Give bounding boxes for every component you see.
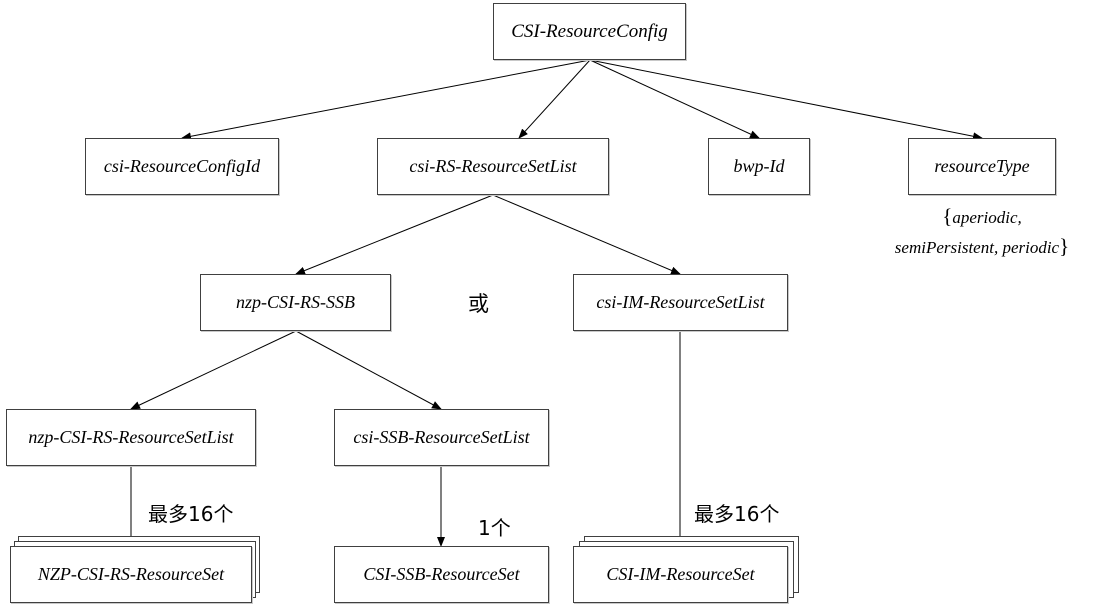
node-label: NZP-CSI-RS-ResourceSet (37, 564, 225, 584)
node-csi-resource-config-id: csi-ResourceConfigId (85, 138, 279, 195)
arrow-root-to-rs-set-list (518, 59, 591, 139)
arrow-nzp-ssb-to-ssb-set-list (295, 330, 442, 410)
open-brace: { (942, 204, 953, 228)
node-label: CSI-SSB-ResourceSet (363, 564, 520, 584)
resource-type-values: {aperiodic, semiPersistent, periodic} (866, 202, 1098, 262)
node-csi-im-resource-set-list: csi-IM-ResourceSetList (573, 274, 788, 331)
arrow-root-to-resource-type (589, 59, 983, 141)
node-csi-resource-config: CSI-ResourceConfig (493, 3, 686, 60)
node-csi-rs-resource-set-list: csi-RS-ResourceSetList (377, 138, 609, 195)
node-nzp-csi-rs-resource-set: NZP-CSI-RS-ResourceSet (10, 546, 252, 603)
value-aperiodic: aperiodic, (952, 208, 1022, 227)
node-label: bwp-Id (733, 156, 785, 176)
node-label: nzp-CSI-RS-SSB (236, 292, 355, 312)
node-csi-ssb-resource-set-list: csi-SSB-ResourceSetList (334, 409, 549, 466)
node-nzp-csi-rs-ssb: nzp-CSI-RS-SSB (200, 274, 391, 331)
node-label: csi-IM-ResourceSetList (596, 292, 765, 312)
arrow-rs-set-list-to-im-set-list (492, 194, 681, 275)
node-csi-im-resource-set: CSI-IM-ResourceSet (573, 546, 788, 603)
node-csi-ssb-resource-set: CSI-SSB-ResourceSet (334, 546, 549, 603)
arrow-rs-set-list-to-nzp-ssb (295, 194, 494, 275)
max-16-label-right: 最多16个 (694, 502, 780, 526)
node-label: csi-RS-ResourceSetList (409, 156, 577, 176)
node-label: csi-ResourceConfigId (103, 156, 261, 176)
value-semi-persistent-periodic: semiPersistent, periodic (894, 238, 1060, 257)
node-label: csi-SSB-ResourceSetList (353, 427, 530, 447)
resource-type-values-line1: {aperiodic, (866, 202, 1098, 232)
arrow-nzp-ssb-to-nzp-set-list (130, 330, 297, 410)
node-bwp-id: bwp-Id (708, 138, 810, 195)
resource-type-values-line2: semiPersistent, periodic} (866, 232, 1098, 262)
arrow-root-to-bwp-id (589, 59, 760, 139)
node-label: CSI-ResourceConfig (511, 20, 668, 42)
node-resource-type: resourceType (908, 138, 1056, 195)
node-nzp-csi-rs-resource-set-list: nzp-CSI-RS-ResourceSetList (6, 409, 256, 466)
max-16-label-left: 最多16个 (148, 502, 234, 526)
or-label: 或 (468, 292, 489, 316)
one-label: 1个 (478, 516, 511, 540)
node-label: nzp-CSI-RS-ResourceSetList (28, 427, 234, 447)
arrow-root-to-config-id (181, 59, 591, 141)
node-label: resourceType (934, 156, 1030, 176)
node-label: CSI-IM-ResourceSet (606, 564, 755, 584)
close-brace: } (1059, 234, 1070, 258)
